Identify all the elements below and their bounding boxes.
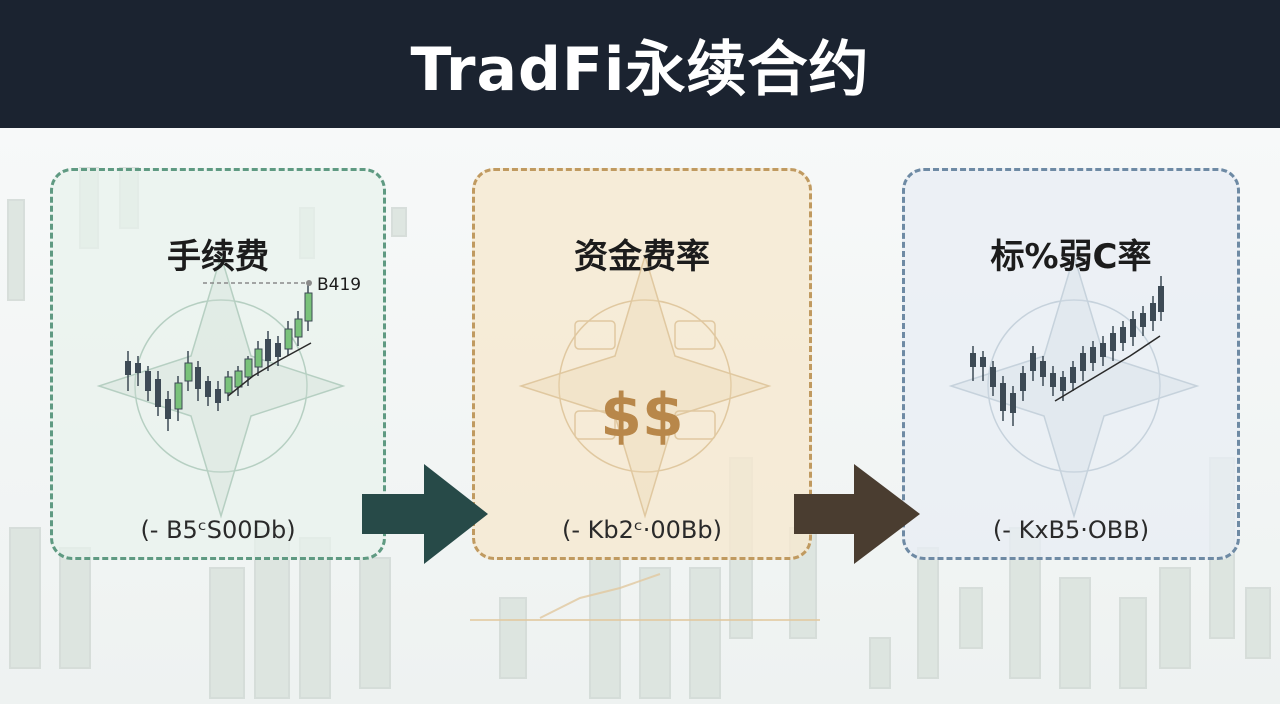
funding-card-footer: (- Kb2ᶜ·00Bb) [561,516,722,544]
mark-card-footer: (- KxB5·OBB) [992,516,1150,544]
funding-card-title: 资金费率 [574,237,710,277]
fee-card: B419 手续费 (- B5ᶜS00Db) [50,168,386,560]
fee-card-footer: (- B5ᶜS00Db) [140,516,296,544]
funding-rate-card: 资金费率 $$ (- Kb2ᶜ·00Bb) [472,168,812,560]
mark-rate-card: 标%弱C率 (- KxB5·OBB) [902,168,1240,560]
fee-card-title: 手续费 [167,237,269,277]
mark-candlestick-chart [948,253,1200,519]
page-title: TradFi永续合约 [410,34,870,105]
arrow-right-icon [794,464,920,564]
content-area: B419 手续费 (- B5ᶜS00Db) 资金费率 $$ (- Kb2ᶜ·00… [0,128,1280,704]
arrow-right-icon [362,464,488,564]
fee-value-label: B419 [317,275,361,295]
header: TradFi永续合约 [0,0,1280,128]
mark-card-title: 标%弱C率 [990,237,1152,277]
background-candles [7,167,1271,699]
dollar-icon: $$ [600,381,684,451]
fee-candlestick-chart: B419 [96,253,361,519]
funding-illustration [518,253,772,519]
